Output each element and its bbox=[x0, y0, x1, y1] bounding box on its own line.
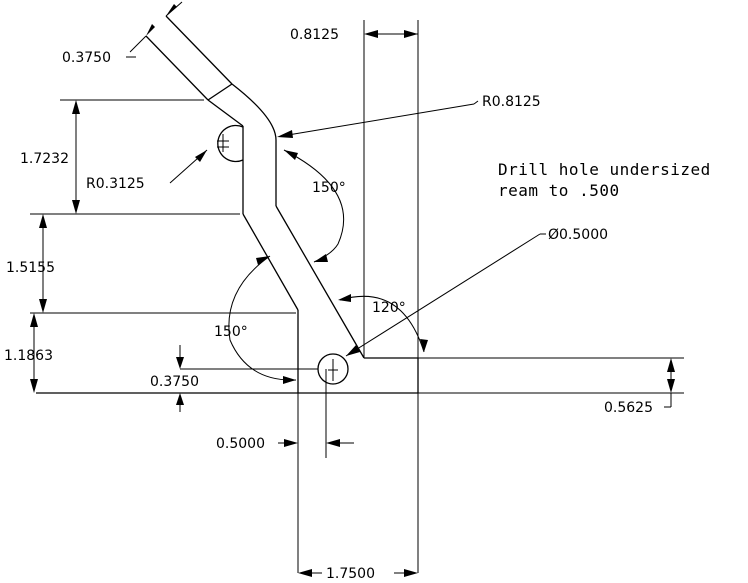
relief-radius bbox=[217, 124, 244, 163]
label-upper-bend-angle: 150° bbox=[312, 180, 346, 196]
dimension-lines bbox=[33, 1, 672, 574]
label-hole-offset: 0.3750 bbox=[150, 374, 199, 390]
note-line-2: ream to .500 bbox=[498, 181, 620, 200]
label-bend-radius: R0.8125 bbox=[482, 94, 541, 110]
label-height-a: 1.7232 bbox=[20, 151, 69, 167]
label-hole-x-offset: 0.5000 bbox=[216, 436, 265, 452]
extension-lines bbox=[30, 99, 684, 394]
arrowheads bbox=[30, 4, 675, 577]
dimension-labels: 0.3750 0.8125 R0.8125 1.7232 R0.3125 1.5… bbox=[4, 27, 711, 582]
leader-tails bbox=[126, 56, 672, 408]
note-line-1: Drill hole undersized bbox=[498, 160, 711, 179]
label-top-offset: 0.8125 bbox=[290, 27, 339, 43]
label-base-thickness: 0.5625 bbox=[604, 400, 653, 416]
label-lower-bend-angle: 150° bbox=[214, 324, 248, 340]
label-relief-radius: R0.3125 bbox=[86, 176, 145, 192]
label-height-c: 1.1863 bbox=[4, 348, 53, 364]
label-corner-angle: 120° bbox=[372, 300, 406, 316]
label-height-b: 1.5155 bbox=[6, 260, 55, 276]
part-outline bbox=[36, 15, 419, 573]
label-hole-dia: Ø0.5000 bbox=[548, 227, 608, 243]
label-top-thickness: 0.3750 bbox=[62, 50, 111, 66]
label-base-width: 1.7500 bbox=[326, 566, 375, 582]
